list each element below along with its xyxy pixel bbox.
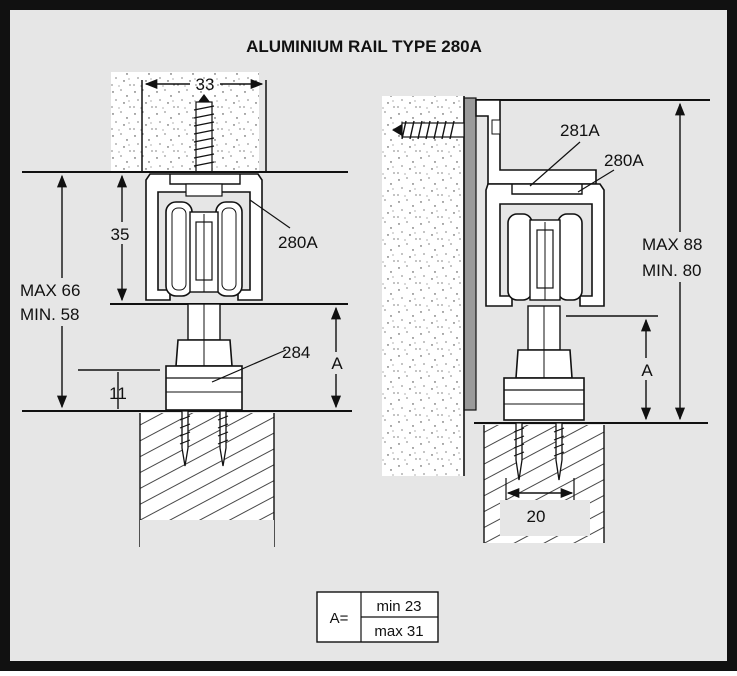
door-screws-right xyxy=(513,422,565,481)
formula-max: max 31 xyxy=(374,623,423,640)
label-280a-left: 280A xyxy=(278,233,318,252)
leader-280a-left xyxy=(249,199,291,229)
ceiling-screw xyxy=(193,94,215,173)
leader-280a-right xyxy=(577,169,615,193)
leader-284 xyxy=(211,349,287,383)
label-284: 284 xyxy=(282,343,310,362)
door-screws-left xyxy=(179,410,229,467)
formula-box: A= min 23 max 31 xyxy=(316,591,439,643)
min-58-label: MIN. 58 xyxy=(20,305,80,324)
formula-prefix: A= xyxy=(330,610,349,627)
ceiling-concrete xyxy=(111,72,259,172)
formula-min: min 23 xyxy=(376,598,421,615)
dim-a-right-label: A xyxy=(641,361,653,380)
wall-screw xyxy=(392,120,465,140)
label-280a-right: 280A xyxy=(604,151,644,170)
dim-35-label: 35 xyxy=(111,225,130,244)
wall-bracket-face xyxy=(463,97,477,411)
rail-280a-right xyxy=(485,183,605,307)
dim-20-label: 20 xyxy=(527,507,546,526)
wall-concrete xyxy=(382,96,464,476)
dim-33-label: 33 xyxy=(196,75,215,94)
left-view: 33 xyxy=(16,72,352,550)
hanger-bolt-right xyxy=(503,305,585,421)
max-66-label: MAX 66 xyxy=(20,281,80,300)
leader-281a xyxy=(529,141,581,187)
max-88-label: MAX 88 xyxy=(642,235,702,254)
label-281a: 281A xyxy=(560,121,600,140)
diagram-title: ALUMINIUM RAIL TYPE 280A xyxy=(246,37,482,56)
hanger-bolt-284 xyxy=(165,303,243,411)
right-view: 20 MAX 88 MIN. 80 A 281A 280A xyxy=(382,96,724,543)
dim-a-left-label: A xyxy=(331,354,343,373)
rail-280a-left xyxy=(145,173,263,301)
mounting-plate xyxy=(165,365,243,411)
dim-11-label: 11 xyxy=(109,384,127,403)
min-80-label: MIN. 80 xyxy=(642,261,702,280)
